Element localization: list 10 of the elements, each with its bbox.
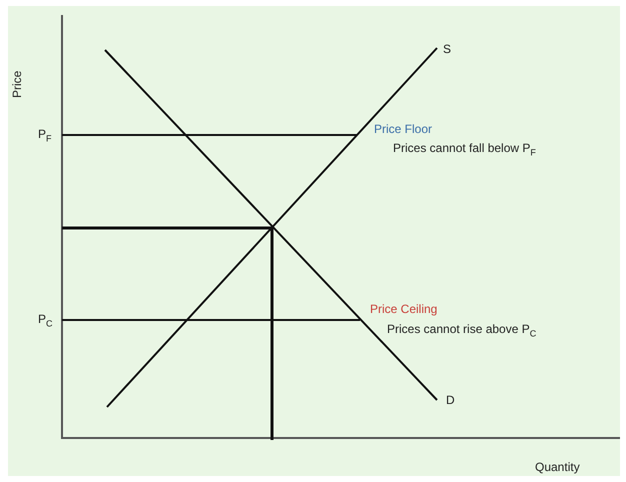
axis-label: P$_{F}$: [38, 127, 52, 146]
annotation-title: Price Ceiling: [370, 302, 438, 316]
annotation-title: Price Floor: [374, 122, 432, 136]
axis-title: Quantity: [535, 460, 580, 474]
annotation-text: Prices cannot rise above P$_{C}$: [387, 322, 536, 340]
curve-label: S: [443, 42, 452, 56]
curve-label: D: [446, 393, 455, 407]
annotation-text: Prices cannot fall below P$_{F}$: [393, 141, 536, 160]
axis-title: Price: [10, 70, 24, 98]
axis-label: P$_{C}$: [38, 312, 53, 330]
